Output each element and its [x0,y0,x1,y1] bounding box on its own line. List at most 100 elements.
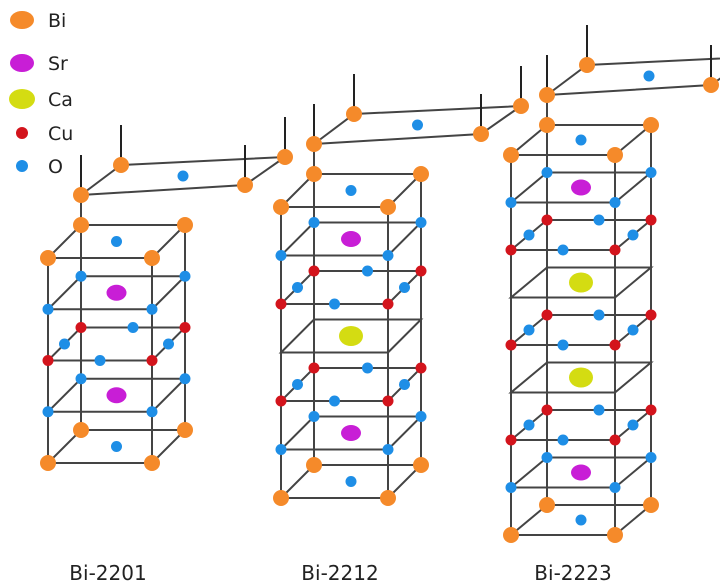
legend-item-ca: Ca [9,89,73,111]
o-atom [179,373,191,385]
legend-label-cu: Cu [48,123,73,145]
bi-atom [503,527,519,543]
cu-atom [645,404,657,416]
o-atom [59,338,70,350]
bi-atom [346,106,362,122]
legend-label-o: O [48,156,63,178]
legend-marker-ca [9,89,35,109]
legend-item-o: O [16,156,63,178]
o-atom [412,119,423,131]
atoms [503,57,719,543]
o-atom [593,309,605,321]
o-atom [146,406,158,418]
o-atom [292,379,303,390]
o-atom [362,362,373,374]
o-atom [593,404,605,416]
cu-atom [382,298,394,310]
bi-atom [113,157,129,173]
structure-bi-2212 [273,66,529,506]
bi-atom [643,497,659,513]
cu-atom [609,244,621,256]
bi-atom [643,117,659,133]
o-atom [382,250,394,261]
bi-atom [607,147,623,163]
o-atom [382,444,394,455]
bi-atom [473,126,489,142]
sr-atom [106,284,127,301]
o-atom [627,324,639,336]
bi-atom [503,147,519,163]
structure-title-bi-2201: Bi-2201 [69,561,146,585]
o-atom [557,339,569,351]
cu-atom [179,322,191,333]
cu-atom [645,214,657,226]
cu-atom [146,355,158,366]
bi-atom [539,87,555,103]
o-atom [643,70,655,82]
o-atom [275,250,287,261]
sr-atom [571,179,591,196]
cu-atom [415,265,427,277]
o-atom [362,265,373,277]
bi-atom [177,217,193,233]
bi-atom [306,457,322,473]
o-atom [179,270,191,282]
o-atom [645,167,657,178]
atoms [40,149,293,471]
bi-atom [539,117,555,133]
bi-atom [703,77,719,93]
bi-atom [413,457,429,473]
cu-atom [382,395,394,407]
o-atom [308,411,320,422]
cu-atom [308,362,320,374]
o-atom [42,406,54,418]
bi-atom [73,187,89,203]
sr-atom [106,387,127,404]
structures [40,25,720,543]
bi-atom [306,136,322,152]
legend-marker-cu [16,127,28,139]
legend-label-sr: Sr [48,53,68,75]
cu-atom [275,395,287,407]
bi-atom [380,199,396,215]
ca-atom [339,326,363,346]
sr-atom [571,464,591,481]
bi-atom [306,166,322,182]
cu-atom [415,362,427,374]
bi-atom [40,250,56,266]
o-atom [329,298,340,310]
cu-atom [275,298,287,310]
cu-atom [541,214,553,226]
o-atom [523,419,535,431]
o-atom [627,419,639,431]
o-atom [645,452,657,463]
o-atom [177,170,189,182]
o-atom [575,134,587,146]
o-atom [163,338,174,350]
bi-atom [40,455,56,471]
o-atom [399,282,410,293]
o-atom [111,441,122,452]
bi-atom [144,250,160,266]
bi-atom [73,217,89,233]
o-atom [94,355,106,366]
bi-atom [273,490,289,506]
o-atom [505,197,517,208]
cu-atom [609,434,621,446]
cu-atom [505,244,517,256]
o-atom [541,452,553,463]
bi-atom [413,166,429,182]
legend-item-bi: Bi [10,10,66,32]
o-atom [399,379,410,390]
o-atom [345,476,357,487]
bi-atom [273,199,289,215]
legend-label-bi: Bi [48,10,66,32]
cu-atom [75,322,87,333]
bi-atom [539,497,555,513]
cu-atom [609,339,621,351]
bi-atom [177,422,193,438]
o-atom [42,303,54,315]
